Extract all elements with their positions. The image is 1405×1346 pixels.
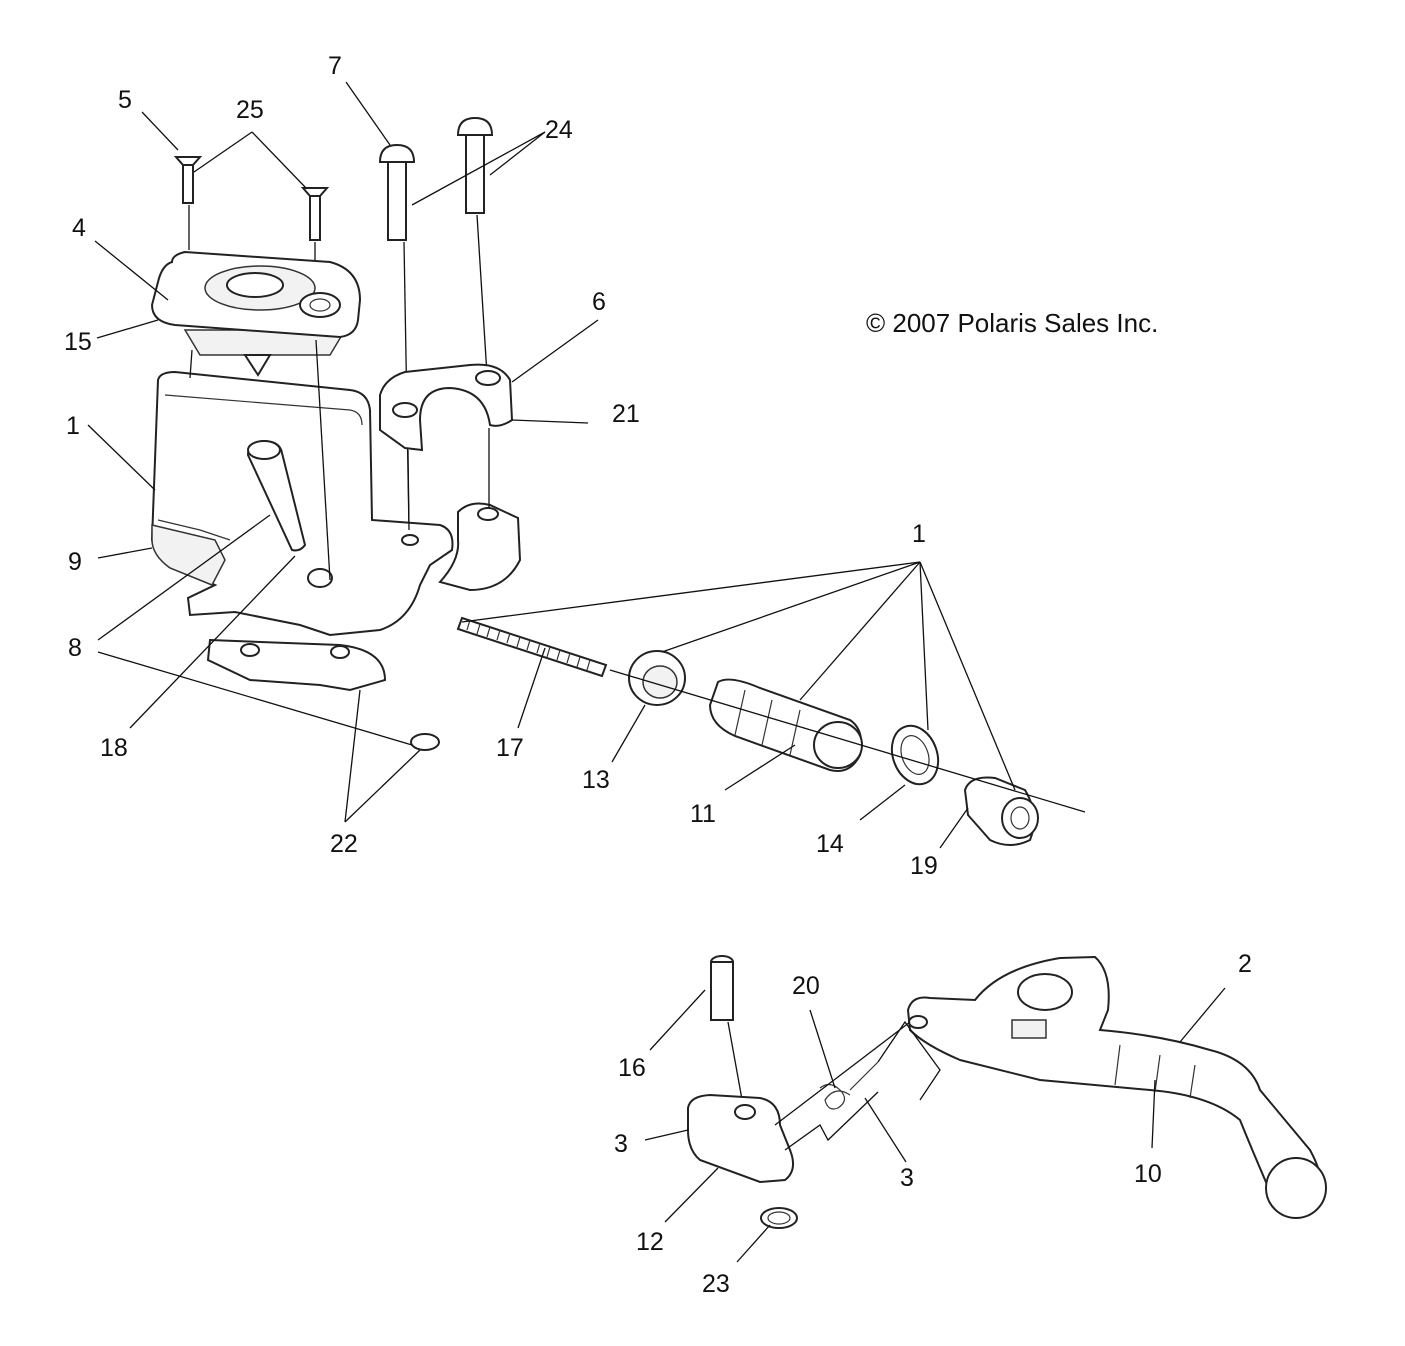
plate-23	[760, 1207, 798, 1229]
callout-3-left: 3	[614, 1130, 628, 1158]
callout-19: 19	[910, 852, 938, 880]
screw-5	[173, 156, 203, 250]
callout-23: 23	[702, 1270, 730, 1298]
callout-14: 14	[816, 830, 844, 858]
callout-13: 13	[582, 766, 610, 794]
callout-6: 6	[592, 288, 606, 316]
callout-4: 4	[72, 214, 86, 242]
lever-2	[906, 955, 1327, 1219]
callout-10: 10	[1134, 1160, 1162, 1188]
clamp-6	[379, 363, 514, 531]
callout-3-right: 3	[900, 1164, 914, 1192]
callout-16: 16	[618, 1054, 646, 1082]
callout-24: 24	[545, 116, 573, 144]
leader-lines	[87, 81, 1226, 1263]
reservoir-cap	[150, 250, 362, 377]
master-cylinder-body	[150, 339, 522, 692]
copyright-text: © 2007 Polaris Sales Inc.	[866, 308, 1158, 338]
callout-15: 15	[64, 328, 92, 356]
boot-19	[963, 776, 1039, 846]
callout-8: 8	[68, 634, 82, 662]
bolt-24	[456, 116, 494, 376]
callout-1-body: 1	[66, 412, 80, 440]
seal-13	[628, 650, 686, 706]
pin-16	[710, 955, 744, 1106]
callout-18: 18	[100, 734, 128, 762]
bolt-7	[378, 143, 416, 531]
piston-11	[708, 678, 863, 772]
callout-12: 12	[636, 1228, 664, 1256]
callout-11: 11	[690, 800, 716, 828]
callout-22: 22	[330, 830, 358, 858]
spring-17	[456, 616, 608, 678]
callout-21: 21	[612, 400, 640, 428]
washer-14	[890, 724, 940, 786]
callout-1-kit: 1	[912, 520, 926, 548]
clip-22	[410, 733, 440, 751]
callout-5: 5	[118, 86, 132, 114]
callout-20: 20	[792, 972, 820, 1000]
callout-7: 7	[328, 52, 342, 80]
callout-25: 25	[236, 96, 264, 124]
callout-9: 9	[68, 548, 82, 576]
callout-2: 2	[1238, 950, 1252, 978]
callout-17: 17	[496, 734, 524, 762]
pivot-pin-18	[246, 439, 307, 552]
adjuster-12	[687, 1093, 795, 1184]
